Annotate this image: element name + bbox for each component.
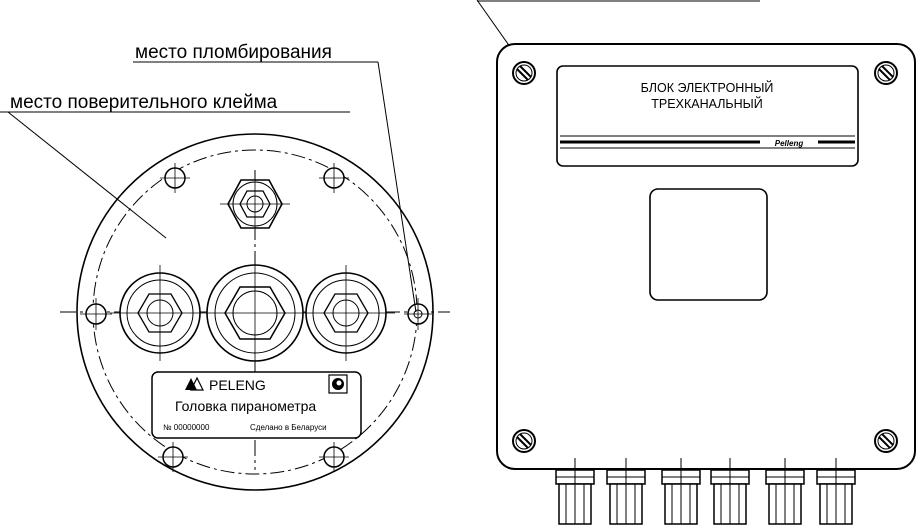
display-window	[649, 188, 768, 301]
mounting-hole	[319, 442, 349, 472]
emblem-icon	[328, 374, 348, 394]
mounting-hole	[158, 442, 188, 472]
top-fitting	[220, 172, 290, 236]
corner-screw-icon	[874, 61, 898, 85]
plate-serial: № 00000000	[163, 423, 210, 432]
electronic-unit: БЛОК ЭЛЕКТРОННЫЙ ТРЕХКАНАЛЬНЫЙ Pelleng	[476, 0, 916, 525]
unit-title-line2: ТРЕХКАНАЛЬНЫЙ	[651, 96, 762, 111]
peleng-logo	[185, 376, 204, 391]
unit-brand-mark: Pelleng	[775, 139, 804, 148]
pyranometer-head: PELENG Головка пиранометра № 00000000 Сд…	[0, 42, 450, 491]
mounting-hole	[319, 163, 349, 193]
plate-product: Головка пиранометра	[175, 398, 316, 414]
corner-screw-icon	[512, 61, 536, 85]
corner-screw-icon	[874, 429, 898, 453]
mounting-hole	[80, 298, 112, 330]
sealing-hole	[404, 298, 432, 330]
unit-label-panel: БЛОК ЭЛЕКТРОННЫЙ ТРЕХКАНАЛЬНЫЙ Pelleng	[556, 65, 859, 167]
mounting-hole	[160, 163, 190, 193]
unit-title-line1: БЛОК ЭЛЕКТРОННЫЙ	[641, 80, 774, 95]
plate-made-in: Сделано в Беларуси	[250, 423, 327, 432]
nameplate: PELENG Головка пиранометра № 00000000 Сд…	[151, 371, 362, 439]
corner-screw-icon	[512, 429, 536, 453]
plate-brand: PELENG	[209, 377, 266, 393]
callout-verification-mark: место поверительного клейма	[10, 92, 278, 113]
callout-sealing-place: место пломбирования	[135, 42, 332, 63]
